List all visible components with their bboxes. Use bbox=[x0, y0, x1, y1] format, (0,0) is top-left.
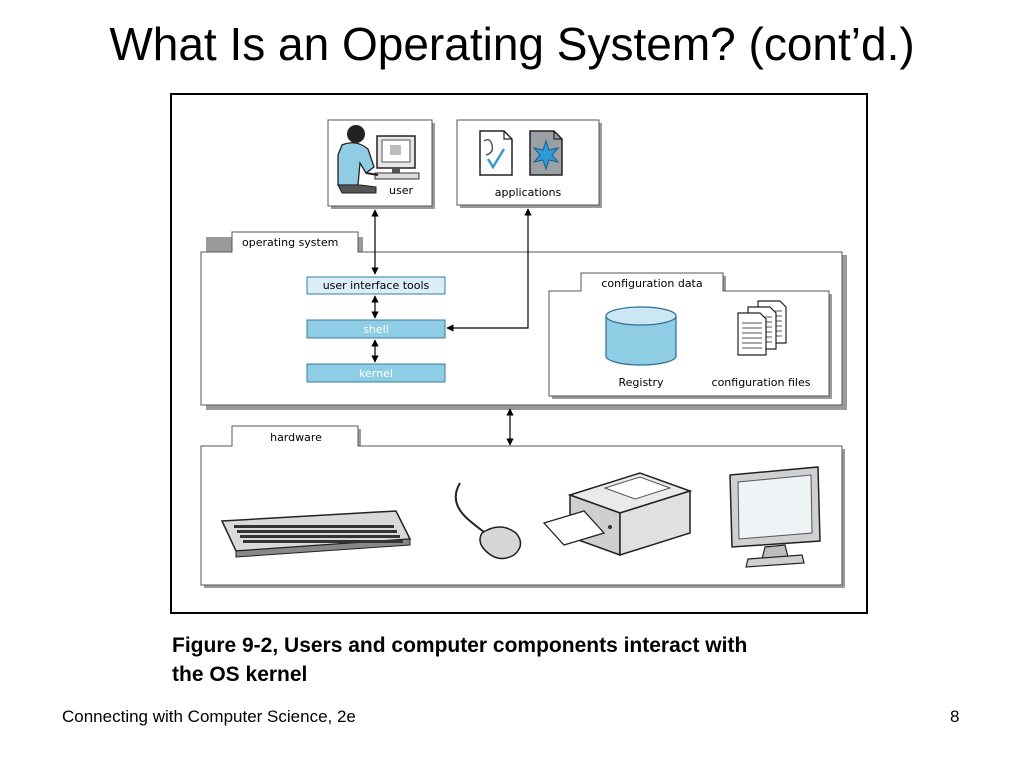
os-diagram: user applications operating system user … bbox=[170, 93, 868, 614]
hardware-label: hardware bbox=[270, 431, 322, 444]
caption-line-2: the OS kernel bbox=[172, 663, 308, 686]
ui-tools-label: user interface tools bbox=[323, 279, 430, 292]
user-person-icon bbox=[337, 125, 379, 194]
page-number: 8 bbox=[950, 707, 960, 726]
shell-label: shell bbox=[363, 323, 389, 336]
kernel-box: kernel bbox=[306, 363, 446, 383]
operating-system-label: operating system bbox=[242, 236, 338, 249]
ui-tools-box: user interface tools bbox=[306, 276, 446, 295]
printer-icon bbox=[542, 472, 693, 557]
footer-source: Connecting with Computer Science, 2e bbox=[62, 707, 356, 726]
shell-box: shell bbox=[306, 319, 446, 339]
slide-title: What Is an Operating System? (cont’d.) bbox=[109, 18, 915, 70]
keyboard-icon bbox=[220, 510, 412, 558]
user-computer-icon bbox=[374, 135, 420, 180]
user-label: user bbox=[389, 184, 413, 197]
mouse-icon bbox=[454, 482, 522, 560]
configuration-data-label: configuration data bbox=[601, 277, 702, 290]
applications-label: applications bbox=[495, 186, 562, 199]
kernel-label: kernel bbox=[359, 367, 393, 380]
configuration-files-icon bbox=[737, 300, 787, 356]
caption-line-1: Figure 9-2, Users and computer component… bbox=[172, 634, 748, 657]
applications-box: applications bbox=[456, 119, 602, 208]
checkmark-document-icon bbox=[479, 130, 513, 176]
registry-label: Registry bbox=[618, 376, 664, 389]
applications-shell-arrow bbox=[446, 208, 532, 332]
figure-caption: Figure 9-2, Users and computer component… bbox=[172, 631, 892, 689]
user-box: user bbox=[327, 119, 435, 209]
monitor-icon bbox=[729, 466, 821, 568]
configuration-files-label: configuration files bbox=[712, 376, 811, 389]
registry-database-icon bbox=[605, 306, 677, 366]
starburst-document-icon bbox=[529, 130, 563, 176]
